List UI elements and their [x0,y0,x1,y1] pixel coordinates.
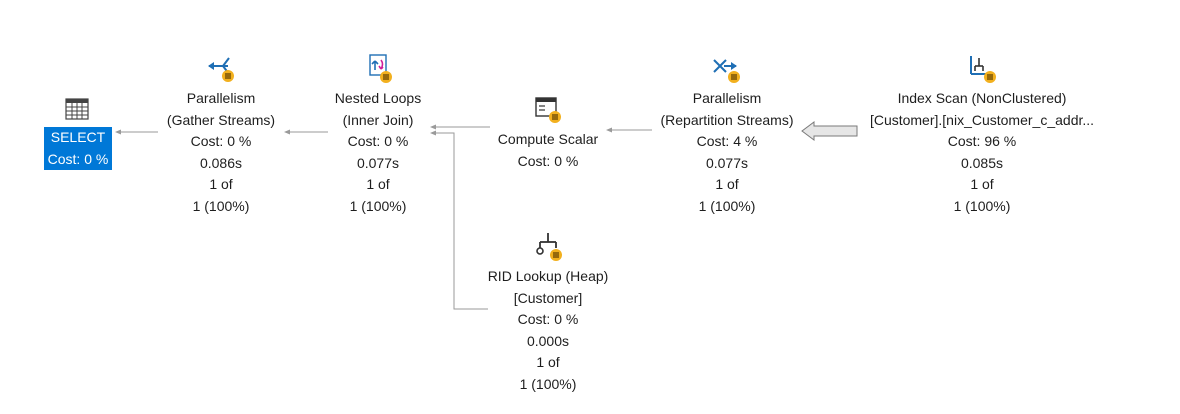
connector-scan-to-repartition [801,121,858,141]
node-cost: Cost: 96 % [947,133,1017,149]
plan-node-rid-lookup[interactable]: RID Lookup (Heap) [Customer] Cost: 0 % 0… [474,230,622,395]
node-rows-pct: 1 (100%) [953,197,1011,214]
select-table-icon [61,94,95,128]
connector-arrowhead [430,124,436,130]
plan-node-nested-loops[interactable]: Nested Loops (Inner Join) Cost: 0 % 0.07… [318,52,438,217]
parallelism-icon [710,52,744,86]
compute-scalar-icon [531,93,565,127]
node-time: 0.077s [705,154,749,171]
node-subtitle: (Gather Streams) [166,111,276,128]
plan-node-compute-scalar[interactable]: Compute Scalar Cost: 0 % [488,93,608,172]
node-title: Parallelism [186,90,256,106]
rid-lookup-icon [531,230,565,264]
plan-node-select[interactable]: SELECT Cost: 0 % [42,94,114,170]
connector-arrowhead [606,127,612,133]
node-rows-pct: 1 (100%) [519,375,577,392]
node-rows-pct: 1 (100%) [698,197,756,214]
node-title: RID Lookup (Heap) [487,268,609,284]
node-object: [Customer].[nix_Customer_c_addr... [869,111,1095,128]
node-time: 0.085s [960,154,1004,171]
connector-arrowhead [430,130,436,136]
node-rows-of: 1 of [366,176,390,192]
node-title: Parallelism [692,90,762,106]
plan-node-parallelism-gather[interactable]: Parallelism (Gather Streams) Cost: 0 % 0… [150,52,292,217]
connector-arrowhead [284,129,290,135]
node-cost: Cost: 0 % [190,133,252,149]
connector-arrowhead [115,129,121,135]
node-cost: Cost: 0 % [47,150,109,167]
node-rows-pct: 1 (100%) [349,197,407,214]
node-title: Nested Loops [334,90,422,106]
nested-loops-icon [361,52,395,86]
node-rows-of: 1 of [970,176,994,192]
node-object: [Customer] [513,289,583,306]
node-subtitle: (Inner Join) [342,111,414,128]
node-time: 0.086s [199,154,243,171]
selected-node-label: SELECT Cost: 0 % [43,127,113,170]
node-time: 0.077s [356,154,400,171]
node-title: Index Scan (NonClustered) [897,90,1067,106]
parallelism-icon [204,52,238,86]
node-cost: Cost: 0 % [347,133,409,149]
node-rows-of: 1 of [209,176,233,192]
node-rows-of: 1 of [536,354,560,370]
node-cost: Cost: 4 % [696,133,758,149]
connector-rid-to-nested [432,132,488,310]
node-subtitle: (Repartition Streams) [660,111,794,128]
node-title: SELECT [50,129,106,145]
node-rows-pct: 1 (100%) [192,197,250,214]
node-cost: Cost: 0 % [517,152,579,169]
node-cost: Cost: 0 % [517,311,579,327]
node-time: 0.000s [526,332,570,349]
plan-node-parallelism-repartition[interactable]: Parallelism (Repartition Streams) Cost: … [646,52,808,217]
node-rows-of: 1 of [715,176,739,192]
plan-node-index-scan[interactable]: Index Scan (NonClustered) [Customer].[ni… [860,52,1104,217]
node-title: Compute Scalar [497,131,599,147]
index-scan-icon [965,52,999,86]
